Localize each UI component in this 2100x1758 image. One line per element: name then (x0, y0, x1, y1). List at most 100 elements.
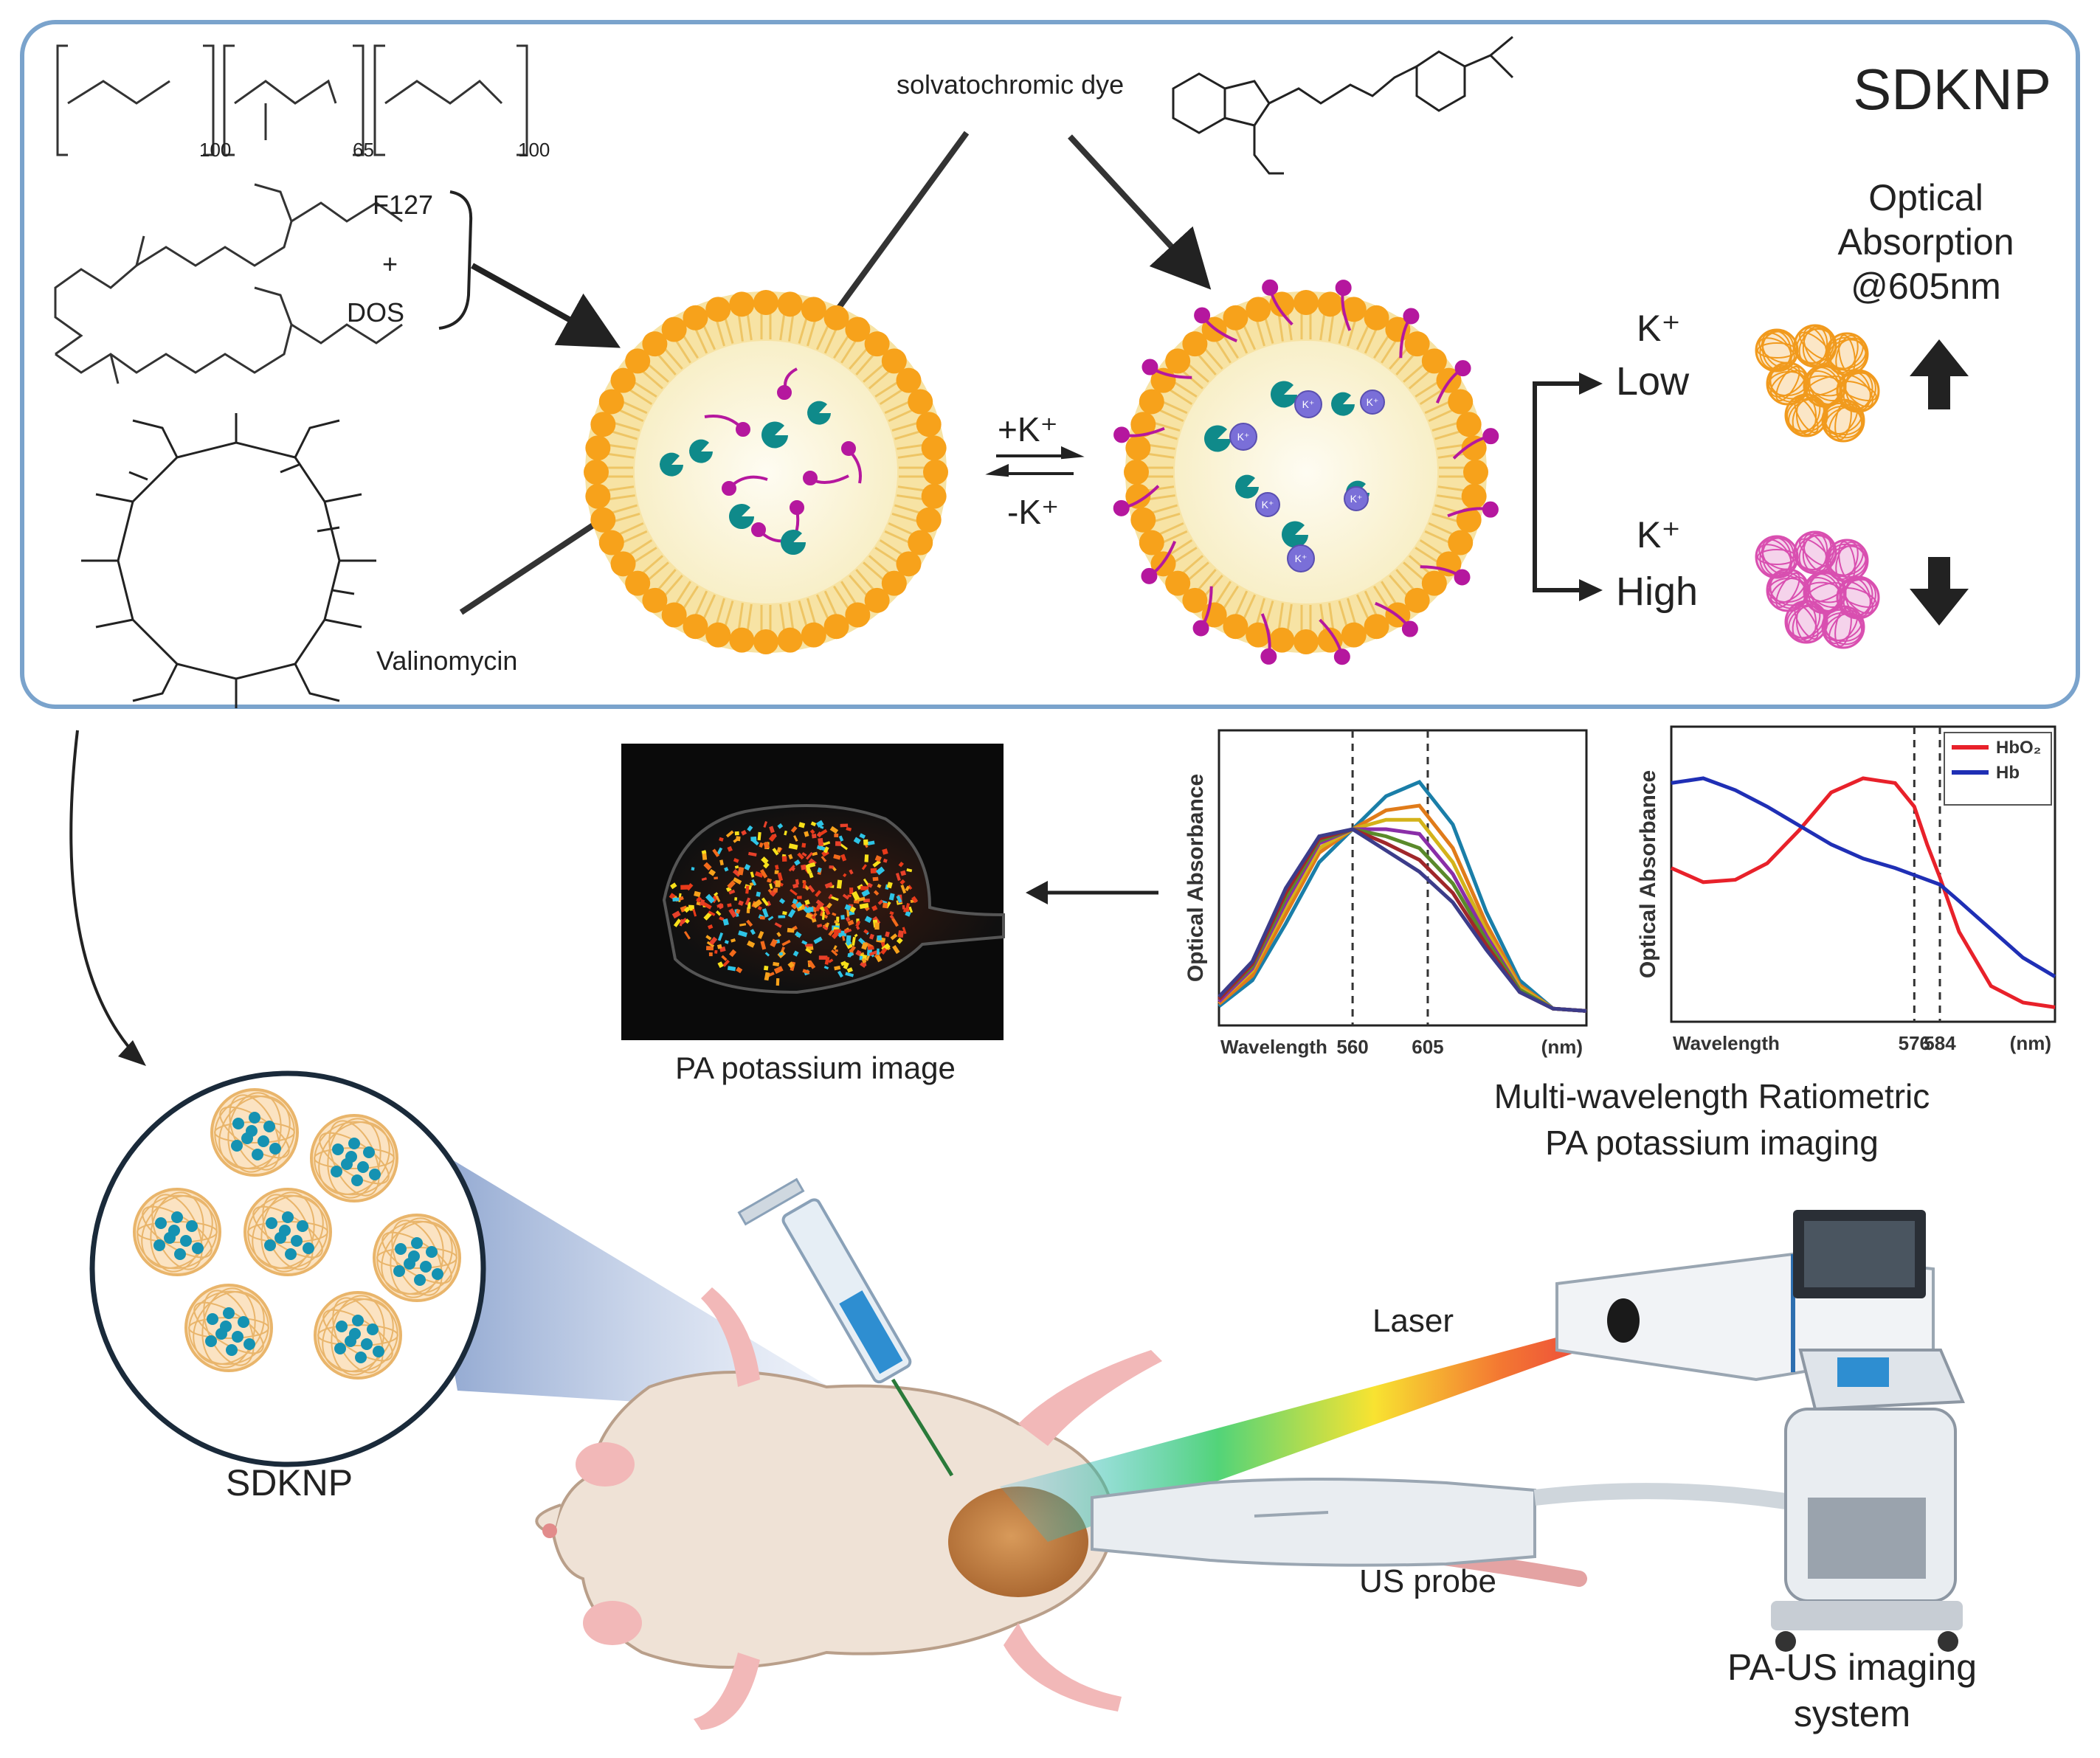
lipid-head (1223, 305, 1248, 331)
pa-signal-speck (684, 918, 690, 924)
lipid-head (1341, 297, 1367, 322)
lipid-head (823, 305, 849, 331)
pa-signal-speck (680, 885, 689, 890)
dye-dot (205, 1335, 217, 1347)
ratiometric-line1: Multi-wavelength Ratiometric (1494, 1077, 1930, 1115)
lipid-head (1293, 290, 1319, 315)
pa-signal-speck (847, 952, 852, 958)
pa-signal-speck (840, 823, 849, 828)
pa-signal-speck (733, 836, 741, 843)
k-bead-label: K⁺ (1350, 493, 1363, 505)
pa-signal-speck (822, 925, 829, 931)
pa-signal-speck (759, 842, 764, 848)
pa-signal-speck (802, 969, 810, 975)
k-bead-label: K⁺ (1367, 396, 1379, 408)
lipid-head (1317, 627, 1343, 653)
curved-arrow-to-sdknp (69, 730, 131, 1049)
pa-signal-speck (737, 866, 745, 876)
cluster-particle (1784, 393, 1828, 437)
us-probe-label: US probe (1359, 1563, 1496, 1599)
lipid-head (1139, 530, 1164, 556)
pa-signal-speck (683, 930, 691, 940)
pa-potassium-image (621, 744, 1005, 1040)
lipid-head (1130, 507, 1156, 533)
pa-signal-speck (859, 833, 866, 840)
y-axis-label: Optical Absorbance (1636, 770, 1660, 978)
pa-signal-speck (775, 865, 779, 871)
zoom-nanoparticle (243, 1188, 332, 1276)
pa-signal-speck (722, 959, 730, 967)
pa-signal-speck (833, 854, 841, 860)
dye-dot (232, 1331, 243, 1343)
pa-signal-speck (861, 958, 867, 963)
lipid-head (753, 290, 778, 315)
pa-signal-speck (787, 927, 795, 933)
pa-signal-speck (838, 835, 844, 842)
pa-signal-speck (792, 898, 798, 904)
pa-signal-speck (823, 905, 831, 916)
dye-dot (168, 1225, 180, 1236)
pa-signal-speck (750, 871, 755, 878)
pa-signal-speck (819, 828, 828, 836)
pa-signal-speck (846, 908, 850, 917)
dye-dot (282, 1211, 294, 1223)
dye-head (1335, 280, 1352, 297)
pa-signal-speck (815, 904, 821, 912)
k-high-ion: K⁺ (1637, 514, 1681, 556)
lipid-head (1269, 291, 1295, 317)
arrow-f127-to-np (471, 263, 621, 348)
dye-head (1482, 428, 1499, 445)
pa-signal-speck (705, 935, 712, 941)
optical-absorption-line3: @605nm (1851, 266, 2001, 307)
pa-signal-speck (694, 890, 701, 898)
polymer-subscript-1: 100 (199, 139, 231, 161)
pa-signal-speck (671, 910, 681, 919)
pa-signal-speck (730, 938, 736, 943)
polymer-subscript-3: 100 (518, 139, 550, 161)
pa-signal-speck (703, 862, 712, 871)
dye-head (1260, 648, 1277, 665)
pa-signal-speck (794, 859, 801, 866)
x-tick-label: 560 (1336, 1036, 1368, 1058)
pa-signal-speck (724, 867, 729, 872)
pa-signal-speck (824, 956, 830, 965)
pa-signal-speck (744, 864, 751, 871)
pa-signal-speck (797, 896, 802, 899)
pa-signal-speck (714, 949, 718, 954)
dye-dot (351, 1174, 363, 1186)
pa-signal-speck (829, 826, 839, 834)
pa-signal-speck (849, 945, 856, 953)
dye-dot (264, 1239, 276, 1251)
k-high-word: High (1616, 570, 1698, 614)
k-low-word: Low (1616, 359, 1690, 404)
pa-signal-speck (885, 931, 890, 938)
cluster-particle (1755, 328, 1799, 373)
pa-signal-speck (807, 960, 816, 969)
lipid-head (916, 507, 942, 533)
pa-signal-speck (804, 899, 810, 905)
pa-signal-speck (805, 944, 813, 947)
lipid-head (908, 530, 933, 556)
pa-signal-speck (708, 910, 716, 916)
pa-signal-speck (861, 889, 871, 897)
np2-membrane-dyes (1113, 279, 1499, 665)
pa-signal-speck (824, 882, 833, 889)
pa-signal-speck (692, 908, 697, 917)
cluster-particle (1821, 398, 1865, 443)
pa-signal-speck (877, 935, 883, 941)
pa-signal-speck (902, 927, 907, 935)
lipid-head (1165, 570, 1191, 596)
pa-signal-speck (769, 883, 773, 890)
pa-signal-speck (757, 906, 762, 911)
lipid-head (585, 483, 611, 509)
pa-signal-speck (889, 910, 894, 916)
pa-signal-speck (756, 891, 761, 897)
dye-head (1333, 648, 1350, 665)
k-bead-label: K⁺ (1262, 499, 1274, 511)
dye-head (1141, 359, 1158, 376)
pa-signal-speck (808, 862, 816, 868)
dye-dot (334, 1343, 346, 1354)
pa-signal-speck (870, 868, 877, 873)
dye-dot (355, 1352, 367, 1363)
lipid-head (705, 622, 731, 648)
